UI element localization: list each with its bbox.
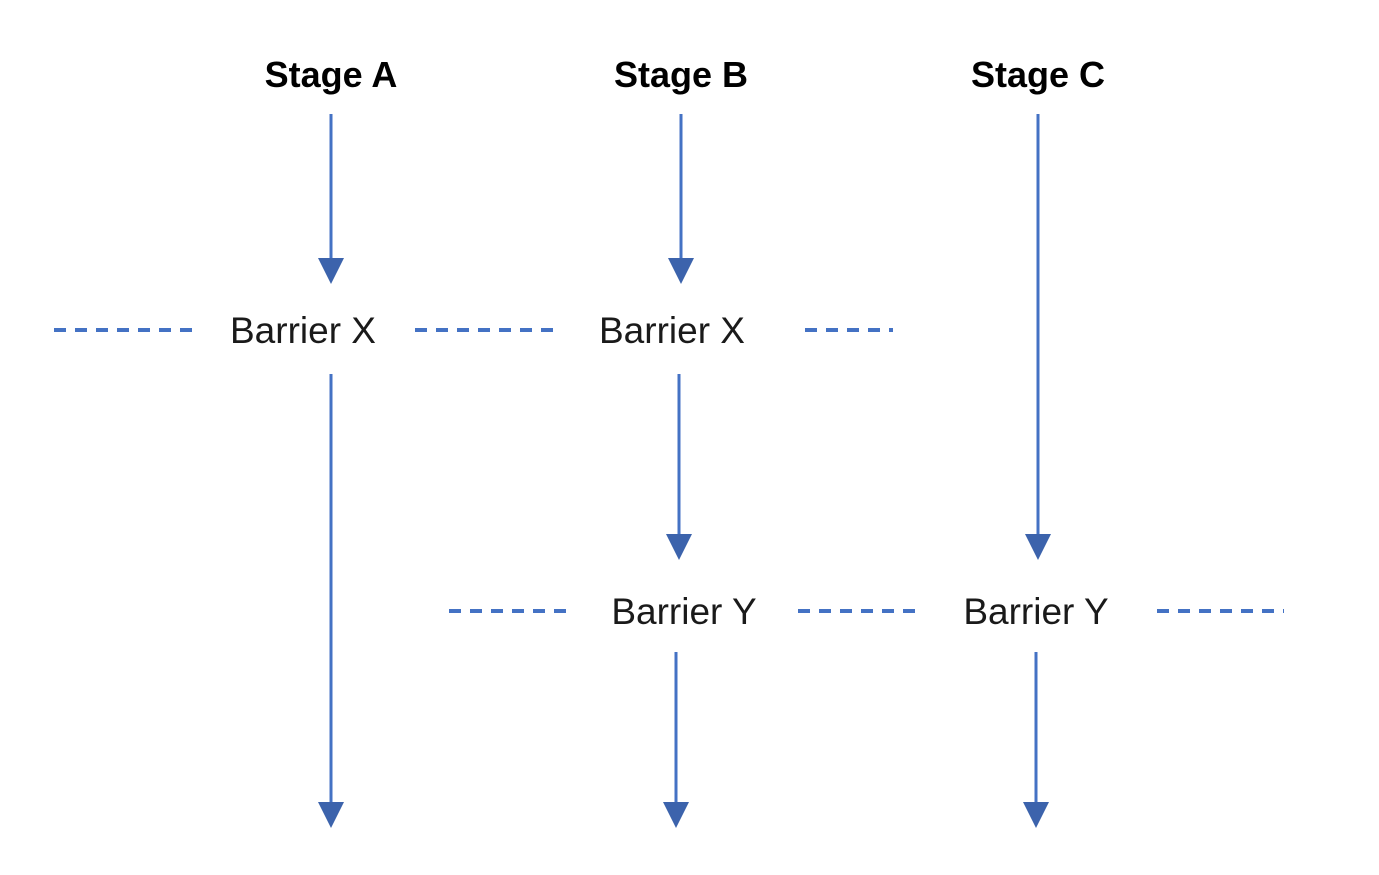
arrow-a-bottom-head-icon — [318, 802, 344, 828]
arrow-layer — [318, 114, 1051, 828]
arrow-a-top-head-icon — [318, 258, 344, 284]
stage-label-stage-c: Stage C — [970, 54, 1106, 95]
arrow-c-bottom-arrow — [1023, 652, 1049, 828]
stage-label-stage-b: Stage B — [613, 54, 749, 95]
arrow-c-bottom-head-icon — [1023, 802, 1049, 828]
dashed-connector-layer — [54, 328, 1284, 613]
arrow-c-top-head-icon — [1025, 534, 1051, 560]
barrier-label-barrier-y-b: Barrier Y — [602, 591, 766, 633]
arrow-a-top-arrow — [318, 114, 344, 284]
arrow-b-top-arrow — [668, 114, 694, 284]
arrow-b-mid-head-icon — [666, 534, 692, 560]
arrow-a-bottom-arrow — [318, 374, 344, 828]
stage-label-stage-a: Stage A — [264, 54, 398, 95]
arrow-b-top-head-icon — [668, 258, 694, 284]
arrow-b-mid-arrow — [666, 374, 692, 560]
barrier-label-barrier-x-a: Barrier X — [221, 310, 385, 352]
barrier-label-barrier-x-b: Barrier X — [590, 310, 754, 352]
barrier-label-barrier-y-c: Barrier Y — [954, 591, 1118, 633]
arrow-b-bottom-head-icon — [663, 802, 689, 828]
arrow-c-top-arrow — [1025, 114, 1051, 560]
arrow-b-bottom-arrow — [663, 652, 689, 828]
